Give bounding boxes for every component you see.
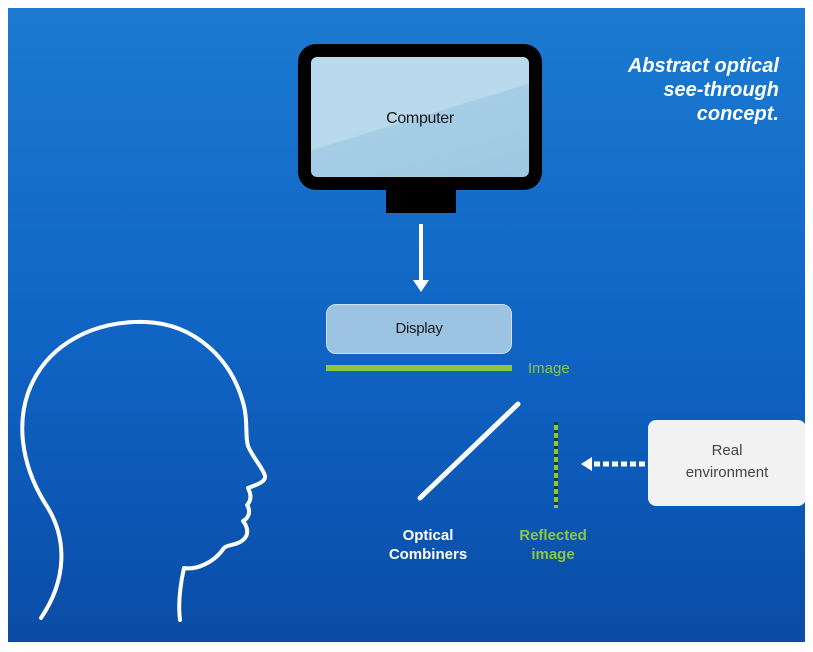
real-environment-line-1: Real — [711, 442, 743, 459]
real-environment-arrowhead — [581, 457, 592, 471]
diagram-graphics — [20, 224, 645, 622]
optical-combiner — [417, 401, 521, 501]
computer-to-display-arrowhead — [413, 280, 429, 292]
head-silhouette-icon — [20, 319, 267, 622]
monitor-stand — [386, 189, 456, 213]
image-bar — [326, 365, 512, 371]
monitor-screen: Computer — [311, 57, 529, 177]
title-line-2: see-through — [663, 79, 779, 101]
optical-combiners-label: Optical Combiners — [368, 526, 488, 564]
computer-label: Computer — [386, 110, 454, 127]
diagram-slide: Abstract optical see-through concept. Co… — [8, 8, 805, 642]
display-box: Display — [326, 304, 512, 354]
image-label: Image — [528, 360, 570, 377]
title-line-3: concept. — [696, 103, 779, 125]
real-environment-box: Real environment — [648, 420, 805, 506]
reflected-image-line-2: image — [531, 546, 575, 563]
real-environment-line-2: environment — [685, 464, 769, 481]
optical-combiners-line-1: Optical — [402, 527, 454, 544]
reflected-image-label: Reflected image — [498, 526, 608, 564]
reflected-image-line-1: Reflected — [519, 527, 587, 544]
real-environment-label: Real environment — [648, 440, 805, 484]
title-line-1: Abstract optical — [627, 55, 779, 77]
optical-combiners-line-2: Combiners — [388, 546, 468, 563]
diagram-title: Abstract optical see-through concept. — [519, 54, 779, 126]
display-label: Display — [395, 320, 443, 337]
computer-monitor-icon: Computer — [298, 44, 542, 190]
